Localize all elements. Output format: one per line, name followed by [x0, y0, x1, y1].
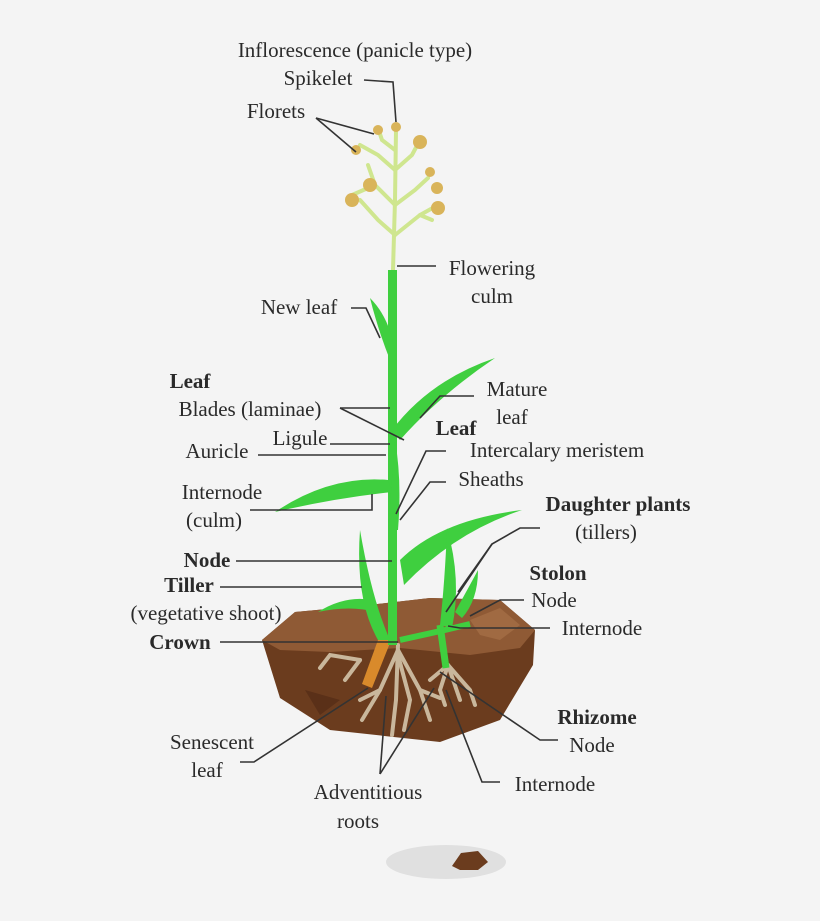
label-blades: Blades (laminae) [179, 397, 322, 421]
label-rhizome-internode: Internode [515, 772, 595, 796]
label-senescent-leaf: leaf [191, 758, 222, 782]
roots [318, 643, 477, 737]
label-crown: Crown [149, 630, 211, 654]
label-stolon: Stolon [529, 561, 587, 585]
leader-lines [220, 79, 558, 783]
label-culm: culm [471, 284, 513, 308]
label-tiller: Tiller [164, 573, 214, 597]
label-internode-culm: Internode [182, 480, 262, 504]
senescent-leaf-shape [362, 638, 392, 688]
label-stolon-node: Node [531, 588, 577, 612]
label-auricle: Auricle [186, 439, 249, 463]
label-rhizome: Rhizome [557, 705, 636, 729]
label-leaf-right: Leaf [436, 416, 478, 440]
label-intercalary-meristem: Intercalary meristem [470, 438, 644, 462]
label-spikelet: Spikelet [284, 66, 353, 90]
label-culm-paren: (culm) [186, 508, 242, 532]
stone-illustration [386, 845, 506, 879]
label-sheaths: Sheaths [458, 467, 523, 491]
stolon-stem [399, 621, 471, 669]
inflorescence-illustration [350, 126, 440, 272]
label-ligule: Ligule [273, 426, 328, 450]
label-tillers-paren: (tillers) [575, 520, 637, 544]
label-adventitious: Adventitious [314, 780, 423, 804]
label-florets: Florets [247, 99, 305, 123]
label-leaf-heading: Leaf [170, 369, 212, 393]
labels: Inflorescence (panicle type) Spikelet Fl… [130, 38, 690, 833]
floret-shapes [345, 122, 445, 215]
label-node: Node [184, 548, 231, 572]
label-vegetative-shoot: (vegetative shoot) [130, 601, 281, 625]
label-mature: Mature [487, 377, 548, 401]
label-daughter-plants: Daughter plants [546, 492, 691, 516]
label-rhizome-node: Node [569, 733, 615, 757]
label-new-leaf: New leaf [261, 295, 337, 319]
label-senescent: Senescent [170, 730, 254, 754]
label-inflorescence: Inflorescence (panicle type) [238, 38, 472, 62]
label-stolon-internode: Internode [562, 616, 642, 640]
label-roots: roots [337, 809, 379, 833]
label-flowering: Flowering [449, 256, 536, 280]
label-mature-leaf: leaf [496, 405, 527, 429]
